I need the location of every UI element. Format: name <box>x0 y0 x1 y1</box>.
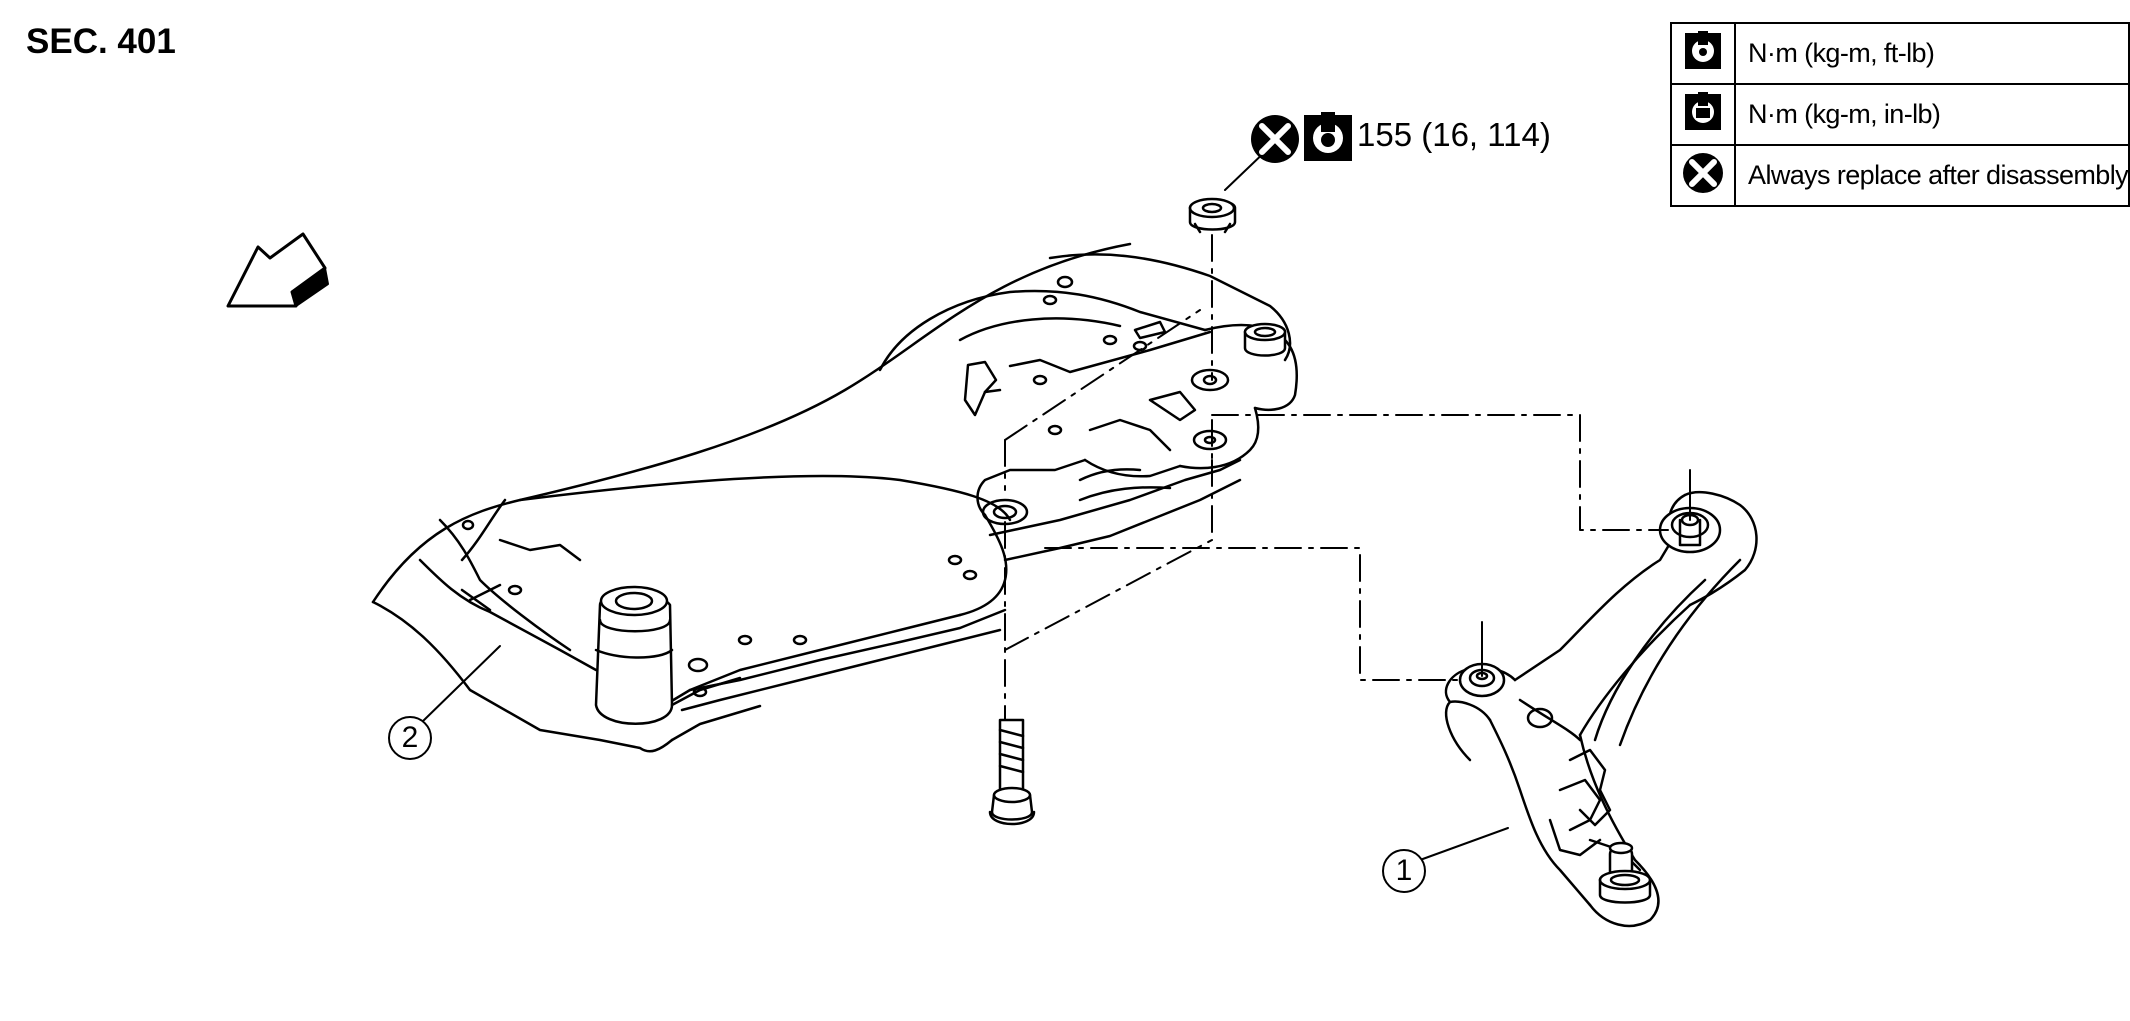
torque-wrench-icon <box>1304 112 1352 161</box>
section-label: SEC. 401 <box>26 22 176 61</box>
self-locking-nut <box>1188 197 1237 234</box>
assembly-reference-lines <box>1004 234 1669 721</box>
front-suspension-member <box>371 242 1298 753</box>
torque-wrench-in-lb-icon <box>1685 92 1722 130</box>
transverse-link <box>1444 490 1758 928</box>
always-replace-icon <box>1251 115 1299 163</box>
leader-line-part-2 <box>421 645 501 723</box>
torque-value: 155 (16, 114) <box>1357 116 1551 153</box>
legend-text-replace: Always replace after disassembly <box>1734 144 2130 207</box>
legend-row-in-lb: N·m (kg-m, in-lb) <box>1669 83 2130 146</box>
legend-table: N·m (kg-m, ft-lb) N·m (kg-m, in-lb) Al <box>1669 22 2130 207</box>
front-direction-arrow <box>226 232 329 308</box>
always-replace-legend-icon <box>1683 153 1724 193</box>
leader-line-part-1 <box>1419 827 1509 861</box>
part-number-1: 1 <box>1382 849 1426 893</box>
legend-row-ft-lb: N·m (kg-m, ft-lb) <box>1669 22 2130 85</box>
legend-row-replace: Always replace after disassembly <box>1669 144 2130 207</box>
part-number-2: 2 <box>388 716 432 760</box>
mounting-bolt <box>988 718 1036 826</box>
legend-text-in-lb: N·m (kg-m, in-lb) <box>1734 83 2130 146</box>
legend-text-ft-lb: N·m (kg-m, ft-lb) <box>1734 22 2130 85</box>
torque-wrench-ft-lb-icon <box>1685 31 1722 69</box>
